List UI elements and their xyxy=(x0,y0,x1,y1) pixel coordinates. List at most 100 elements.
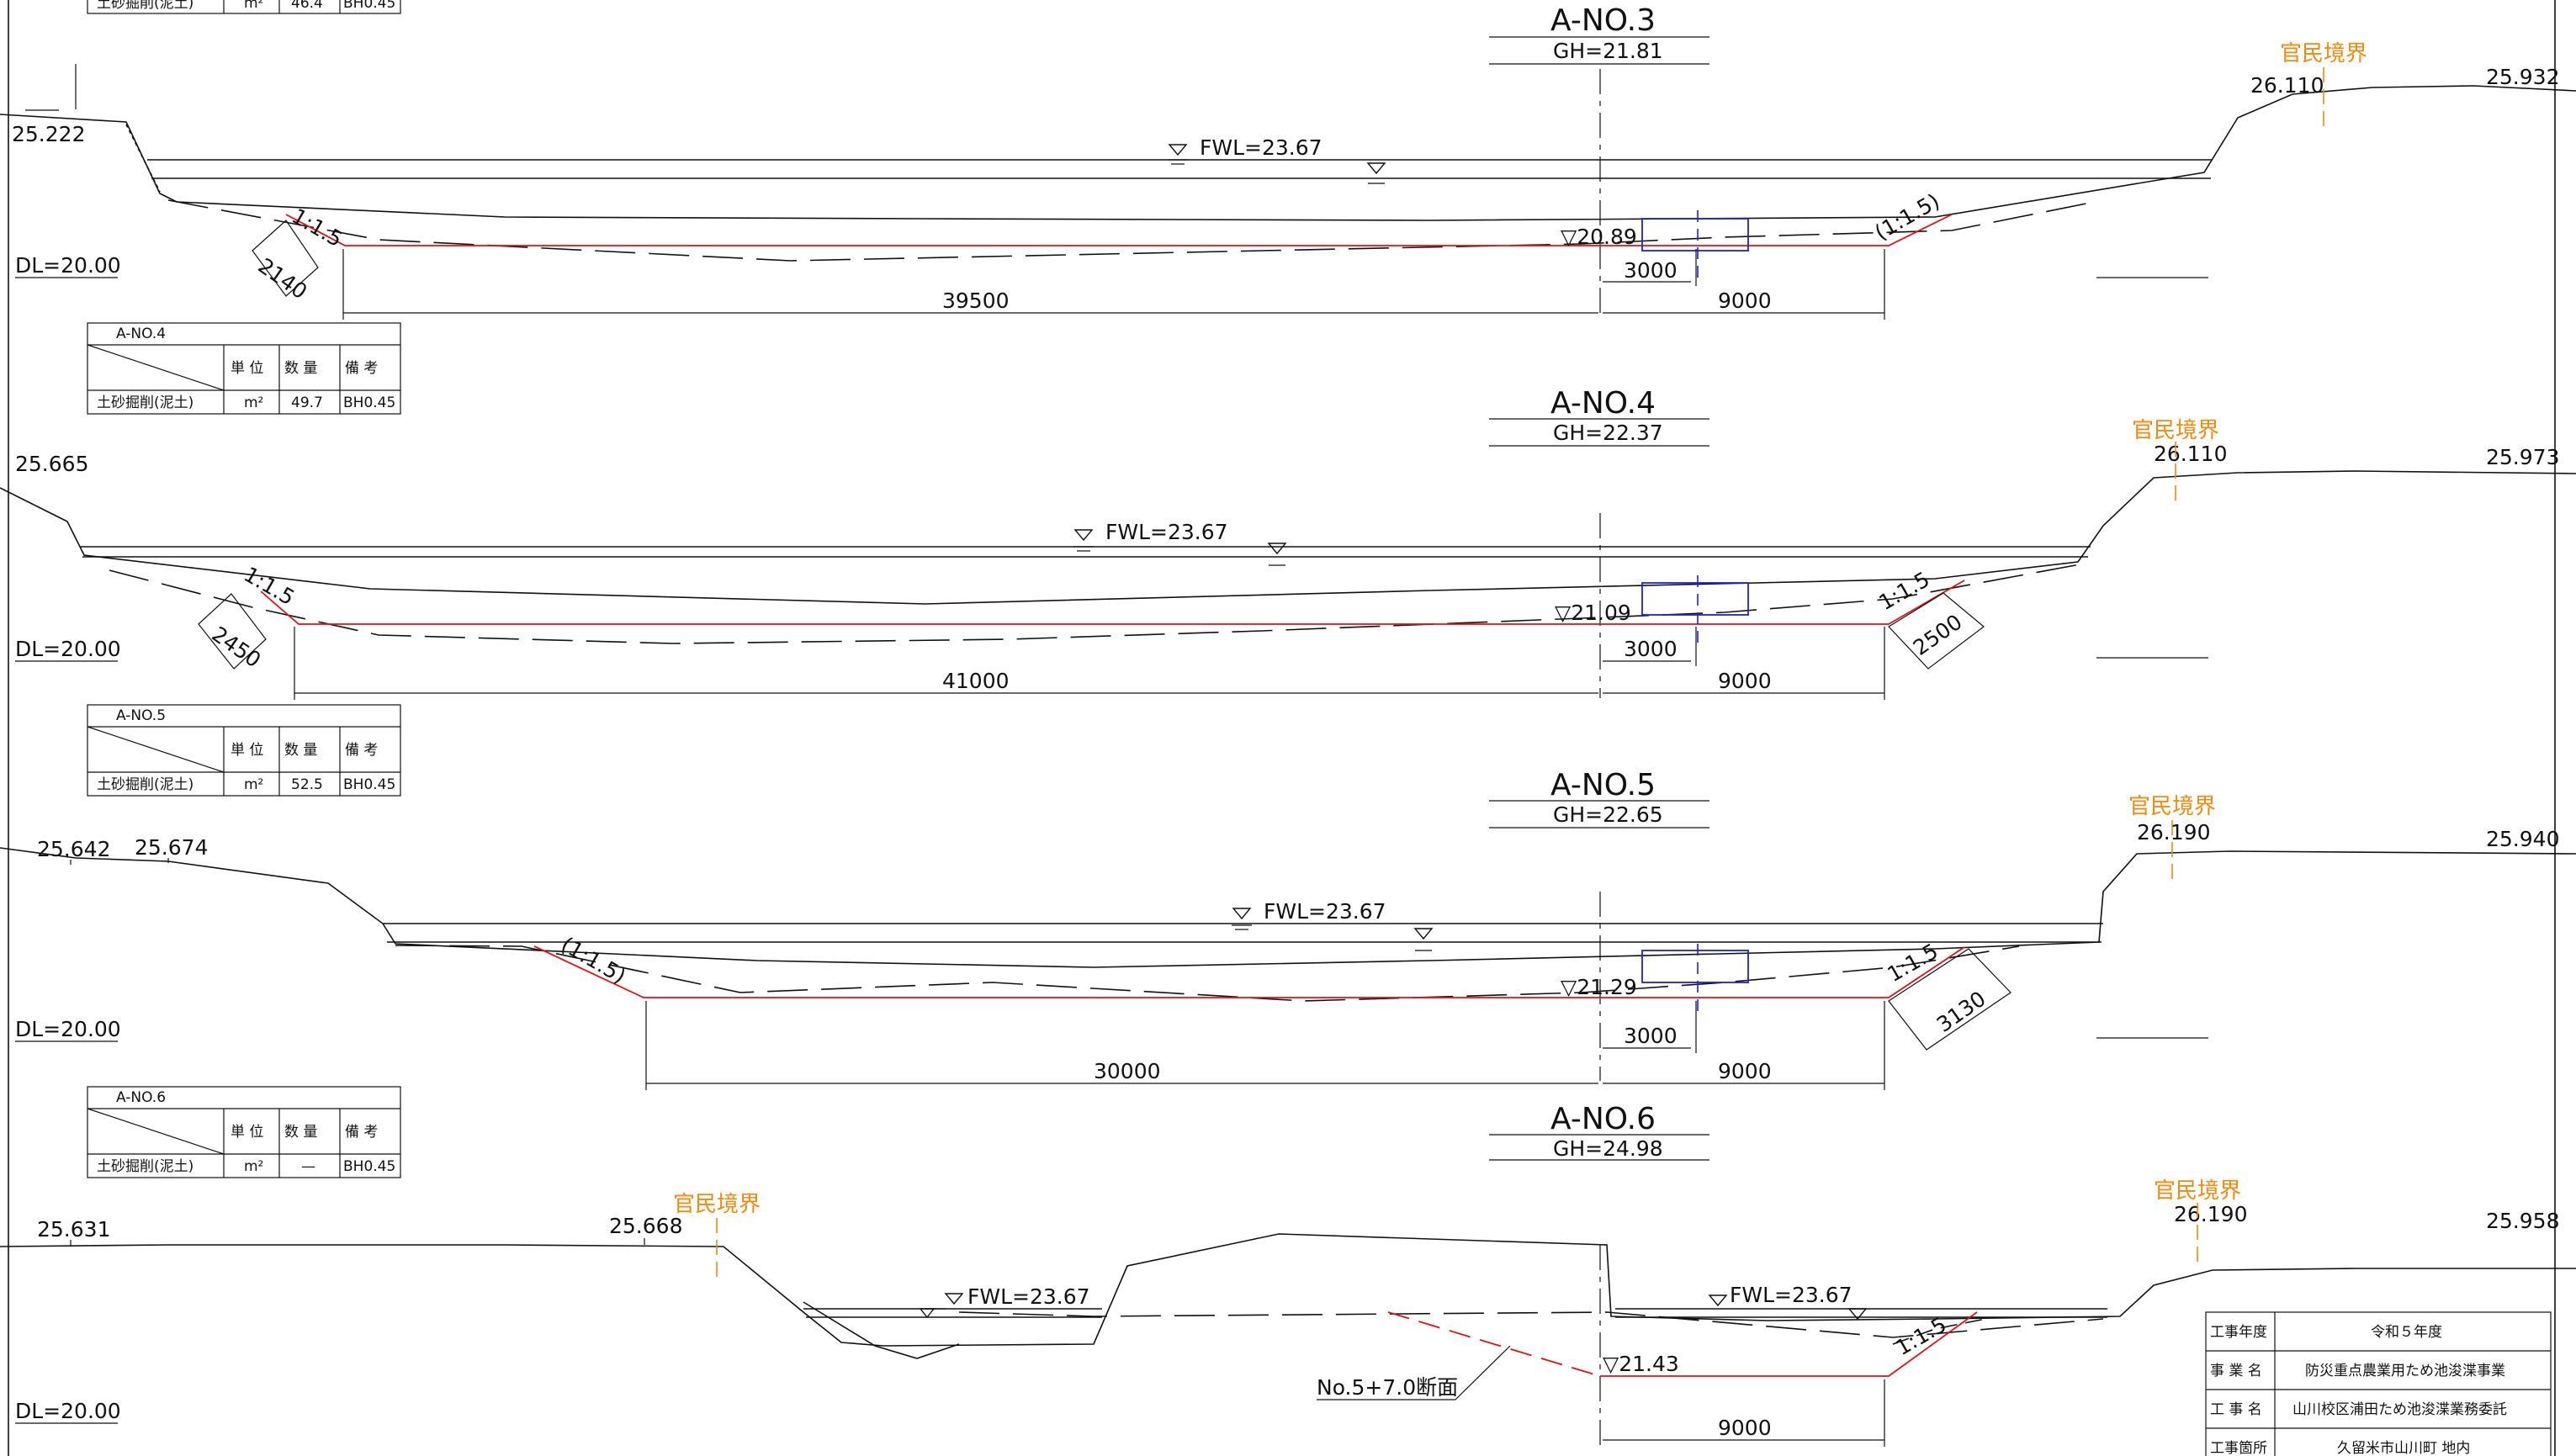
right-ground-elev: 25.940 xyxy=(2486,827,2559,851)
table-remark: BH0.45 xyxy=(343,394,395,411)
fwl-label-right: FWL=23.67 xyxy=(1730,1283,1852,1307)
table-row-label: 土砂掘削(泥土) xyxy=(97,0,193,12)
boundary-label: 官民境界 xyxy=(2280,41,2367,66)
slope-left-length: 2140 xyxy=(254,253,312,304)
table-remark: BH0.45 xyxy=(343,1158,395,1175)
title-block-value-year: 令和５年度 xyxy=(2371,1324,2442,1341)
slope-left-length: 2450 xyxy=(208,622,266,672)
table-unit: m² xyxy=(244,1158,263,1175)
table-head-qty: 数 量 xyxy=(284,360,317,377)
datum-label: DL=20.00 xyxy=(15,1399,121,1423)
dim-right: 9000 xyxy=(1718,669,1772,693)
section-a-no5: A-NO.5 GH=22.65 FWL=23.67 25.642 25.674 … xyxy=(0,768,2576,1090)
left-ground-elev: 25.642 xyxy=(37,837,110,861)
title-block-label-year: 工事年度 xyxy=(2210,1324,2267,1341)
dim-left: 41000 xyxy=(942,669,1010,693)
left-ground-elev: 25.222 xyxy=(12,122,85,146)
title-block-value-location: 久留米市山川町 地内 xyxy=(2337,1440,2470,1456)
right-inner-elev: 26.190 xyxy=(2174,1202,2247,1226)
section-note: No.5+7.0断面 xyxy=(1317,1375,1458,1400)
datum-label: DL=20.00 xyxy=(15,253,121,278)
table-remark: BH0.45 xyxy=(343,776,395,793)
slope-right: 1:1.5 xyxy=(1875,567,1934,615)
slope-left: (1:1.5) xyxy=(557,932,630,988)
qty-table-a-no5: A-NO.5 単 位 数 量 備 考 土砂掘削(泥土) m² 52.5 BH0.… xyxy=(87,704,401,797)
qty-table-a-no3: 土砂掘削(泥土) m² 46.4 BH0.45 xyxy=(87,0,401,14)
bottom-elev: ▽21.29 xyxy=(1561,975,1637,999)
table-head-remark: 備 考 xyxy=(345,742,378,759)
section-gh: GH=22.37 xyxy=(1553,421,1663,445)
boundary-label-right: 官民境界 xyxy=(2154,1178,2241,1204)
title-block-value-project: 防災重点農業用ため池浚渫事業 xyxy=(2305,1363,2505,1379)
right-ground-elev: 25.932 xyxy=(2486,65,2559,89)
fwl-label: FWL=23.67 xyxy=(1200,135,1322,160)
table-head-unit: 単 位 xyxy=(231,1124,263,1141)
table-name: A-NO.6 xyxy=(116,1089,166,1106)
boundary-label-left: 官民境界 xyxy=(673,1192,761,1217)
table-unit: m² xyxy=(244,776,263,793)
table-row-label: 土砂掘削(泥土) xyxy=(97,394,193,411)
slope-left: 1:1.5 xyxy=(288,204,347,251)
table-row-label: 土砂掘削(泥土) xyxy=(97,1158,193,1175)
table-head-remark: 備 考 xyxy=(345,1124,378,1141)
right-ground-elev: 25.973 xyxy=(2486,445,2559,469)
title-block-label-location: 工事箇所 xyxy=(2210,1440,2267,1456)
right-ground-elev: 25.958 xyxy=(2486,1209,2559,1233)
section-title: A-NO.6 xyxy=(1550,1102,1656,1136)
datum-label: DL=20.00 xyxy=(15,637,121,661)
qty-table-a-no4: A-NO.4 単 位 数 量 備 考 土砂掘削(泥土) m² 49.7 BH0.… xyxy=(87,322,401,415)
right-inner-elev: 26.190 xyxy=(2137,820,2210,844)
qty-table-a-no6: A-NO.6 単 位 数 量 備 考 土砂掘削(泥土) m² — BH0.45 xyxy=(87,1086,401,1178)
section-a-no4: A-NO.4 GH=22.37 FWL=23.67 25.665 25.973 … xyxy=(0,386,2576,700)
left-ground-elev-2: 25.674 xyxy=(135,835,208,860)
title-block-value-work: 山川校区浦田ため池浚渫業務委託 xyxy=(2292,1401,2507,1418)
table-qty: 52.5 xyxy=(291,776,323,793)
dim-right: 9000 xyxy=(1718,1416,1772,1440)
slope-right-length: 2500 xyxy=(1909,610,1967,660)
table-head-qty: 数 量 xyxy=(284,1124,317,1141)
bottom-elev: ▽20.89 xyxy=(1561,225,1637,249)
section-gh: GH=22.65 xyxy=(1553,802,1663,827)
boundary-label: 官民境界 xyxy=(2132,418,2219,443)
bottom-elev: ▽21.43 xyxy=(1603,1352,1679,1376)
section-title: A-NO.3 xyxy=(1550,3,1656,38)
section-title: A-NO.5 xyxy=(1550,768,1656,802)
section-title: A-NO.4 xyxy=(1550,386,1656,421)
left-ground-elev: 25.631 xyxy=(37,1217,110,1242)
title-block: 工事年度 令和５年度 事 業 名 防災重点農業用ため池浚渫事業 工 事 名 山川… xyxy=(2205,1311,2552,1456)
dim-center: 3000 xyxy=(1624,1024,1678,1048)
dim-right: 9000 xyxy=(1718,289,1772,313)
datum-label: DL=20.00 xyxy=(15,1017,121,1041)
table-row-label: 土砂掘削(泥土) xyxy=(97,776,193,793)
table-qty: 46.4 xyxy=(291,0,323,12)
section-a-no3: A-NO.3 GH=21.81 FWL=23.67 25.222 25.932 … xyxy=(0,3,2576,320)
dim-center: 3000 xyxy=(1624,258,1678,283)
table-head-remark: 備 考 xyxy=(345,360,378,377)
fwl-label-left: FWL=23.67 xyxy=(967,1284,1090,1309)
slope-right-length: 3130 xyxy=(1932,987,1990,1037)
table-name: A-NO.4 xyxy=(116,326,166,342)
section-a-no6: A-NO.6 GH=24.98 FWL=23.67 FWL=23.67 25.6… xyxy=(0,1102,2576,1447)
left-inner-elev: 25.668 xyxy=(609,1214,682,1238)
slope-left: 1:1.5 xyxy=(240,562,299,610)
table-name: A-NO.5 xyxy=(116,707,166,724)
dim-right: 9000 xyxy=(1718,1059,1772,1083)
boundary-label: 官民境界 xyxy=(2128,794,2216,819)
title-block-label-project: 事 業 名 xyxy=(2210,1363,2262,1379)
left-ground-elev: 25.665 xyxy=(15,452,88,476)
right-inner-elev: 26.110 xyxy=(2154,442,2227,466)
fwl-label: FWL=23.67 xyxy=(1105,520,1228,544)
dim-left: 30000 xyxy=(1094,1059,1161,1083)
dim-left: 39500 xyxy=(942,289,1010,313)
table-unit: m² xyxy=(244,0,263,12)
table-qty: 49.7 xyxy=(291,394,323,411)
table-remark: BH0.45 xyxy=(343,0,395,12)
slope-right: 1:1.5 xyxy=(1884,939,1943,987)
table-head-qty: 数 量 xyxy=(284,742,317,759)
table-qty: — xyxy=(301,1158,315,1175)
section-gh: GH=24.98 xyxy=(1553,1136,1663,1161)
table-head-unit: 単 位 xyxy=(231,742,263,759)
section-gh: GH=21.81 xyxy=(1553,39,1663,63)
bottom-elev: ▽21.09 xyxy=(1555,601,1631,625)
